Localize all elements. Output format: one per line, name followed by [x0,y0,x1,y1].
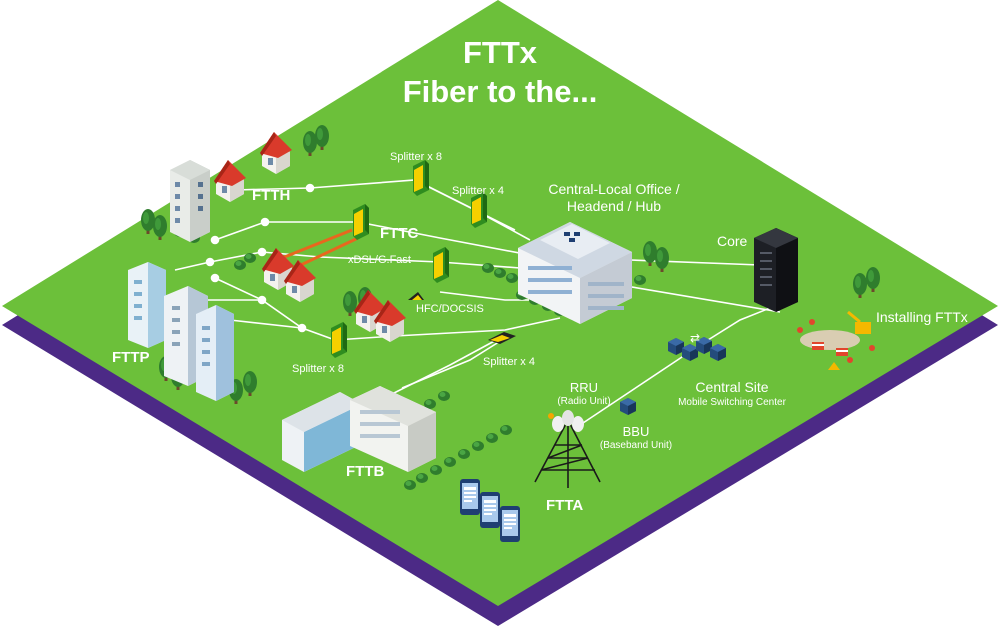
label-fttc: FTTC [380,225,418,242]
label-hfc: HFC/DOCSIS [416,303,484,315]
label-central-office-line2: Headend / Hub [567,198,661,214]
label-central-office-line1: Central-Local Office / [548,181,679,197]
label-splitter-bottom-left: Splitter x 8 [292,363,344,375]
central-site-switch-boxes: ⇄ [668,331,726,361]
label-splitter-mid: Splitter x 4 [452,185,504,197]
label-splitter-bottom-right: Splitter x 4 [483,356,535,368]
fttb-office-buildings [282,386,436,472]
label-ftta: FTTA [546,497,583,514]
label-installing: Installing FTTx [876,309,968,325]
installation-site [797,310,875,370]
title-line1: FTTx [463,35,538,70]
antenna-dishes [548,410,584,432]
switch-arrows-icon: ⇄ [690,331,700,345]
label-fttp: FTTP [112,349,150,366]
title-line2: Fiber to the... [403,74,598,109]
label-xdsl: xDSL/G.Fast [348,254,411,266]
core-server-rack [754,228,798,312]
ftth-apartment-building [170,160,210,242]
label-fttb: FTTB [346,463,384,480]
label-bbu-sub: (Baseband Unit) [600,440,672,451]
label-bbu: BBU [623,424,650,439]
label-splitter-top: Splitter x 8 [390,151,442,163]
label-rru: RRU [570,380,598,395]
label-central-site: Central Site [695,379,768,395]
board-top [2,0,998,606]
label-central-site-sub: Mobile Switching Center [678,397,786,408]
label-ftth: FTTH [252,187,290,204]
label-core: Core [717,233,748,249]
ftta-antenna-tower [534,419,601,488]
label-rru-sub: (Radio Unit) [557,396,610,407]
central-office-building [518,222,632,324]
fttp-tower-buildings [128,262,234,401]
splitters [331,160,516,358]
